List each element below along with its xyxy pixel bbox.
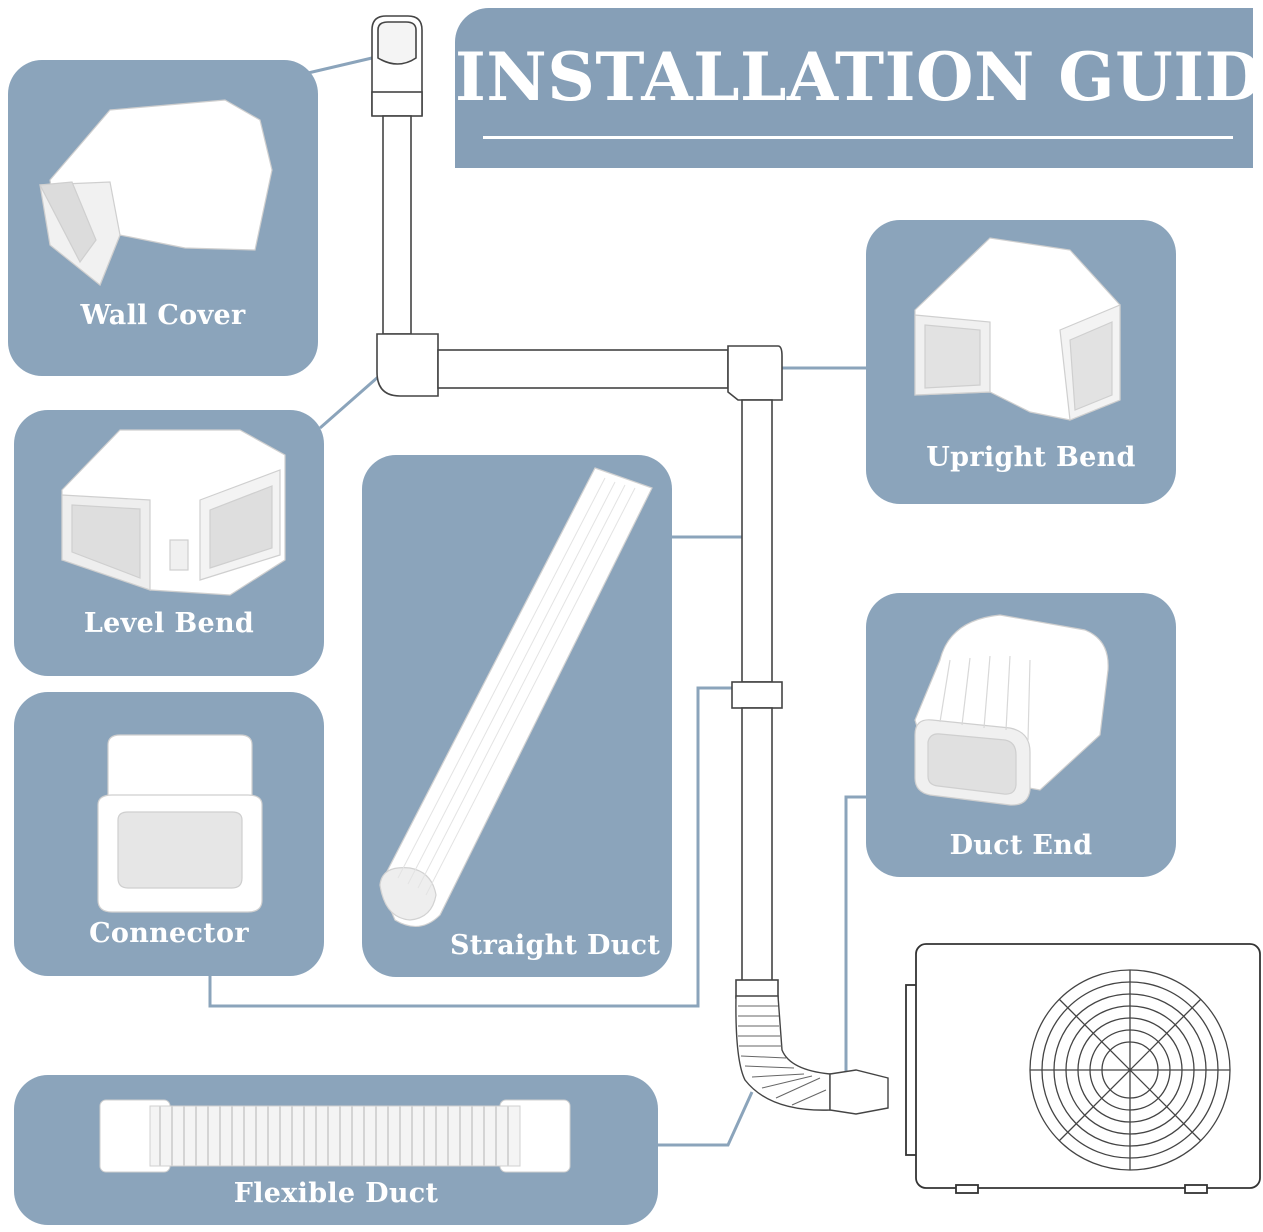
route-straight-duct-vertical-3 xyxy=(741,707,773,985)
route-straight-duct-horizontal xyxy=(437,349,729,389)
level-bend-image xyxy=(61,429,286,596)
wall-cover-image xyxy=(39,99,273,287)
route-level-bend xyxy=(376,333,439,397)
route-connector xyxy=(731,681,783,709)
upright-bend-image xyxy=(914,237,1121,421)
title-underline xyxy=(483,136,1233,139)
route-duct-end xyxy=(829,1069,889,1115)
label-duct-end: Duct End xyxy=(949,830,1093,861)
straight-duct-image xyxy=(379,467,653,927)
label-flexible-duct: Flexible Duct xyxy=(233,1178,439,1209)
route-straight-duct-vertical-1 xyxy=(382,115,412,335)
route-straight-duct-vertical-2 xyxy=(741,399,773,683)
label-connector: Connector xyxy=(89,918,249,949)
page-title: INSTALLATION GUIDE xyxy=(455,38,1263,116)
route-flexible-duct xyxy=(735,995,831,1111)
label-upright-bend: Upright Bend xyxy=(926,442,1136,473)
connector-image xyxy=(97,734,263,913)
label-level-bend: Level Bend xyxy=(83,608,255,639)
fan-grille xyxy=(1029,969,1231,1171)
label-straight-duct: Straight Duct xyxy=(450,930,661,961)
label-wall-cover: Wall Cover xyxy=(80,300,246,331)
duct-route xyxy=(371,15,783,999)
title-banner: INSTALLATION GUIDE xyxy=(455,8,1263,168)
duct-end-image xyxy=(914,614,1109,806)
flexible-duct-image xyxy=(99,1099,571,1173)
route-upright-bend xyxy=(727,345,783,401)
outdoor-unit xyxy=(905,943,1261,1194)
